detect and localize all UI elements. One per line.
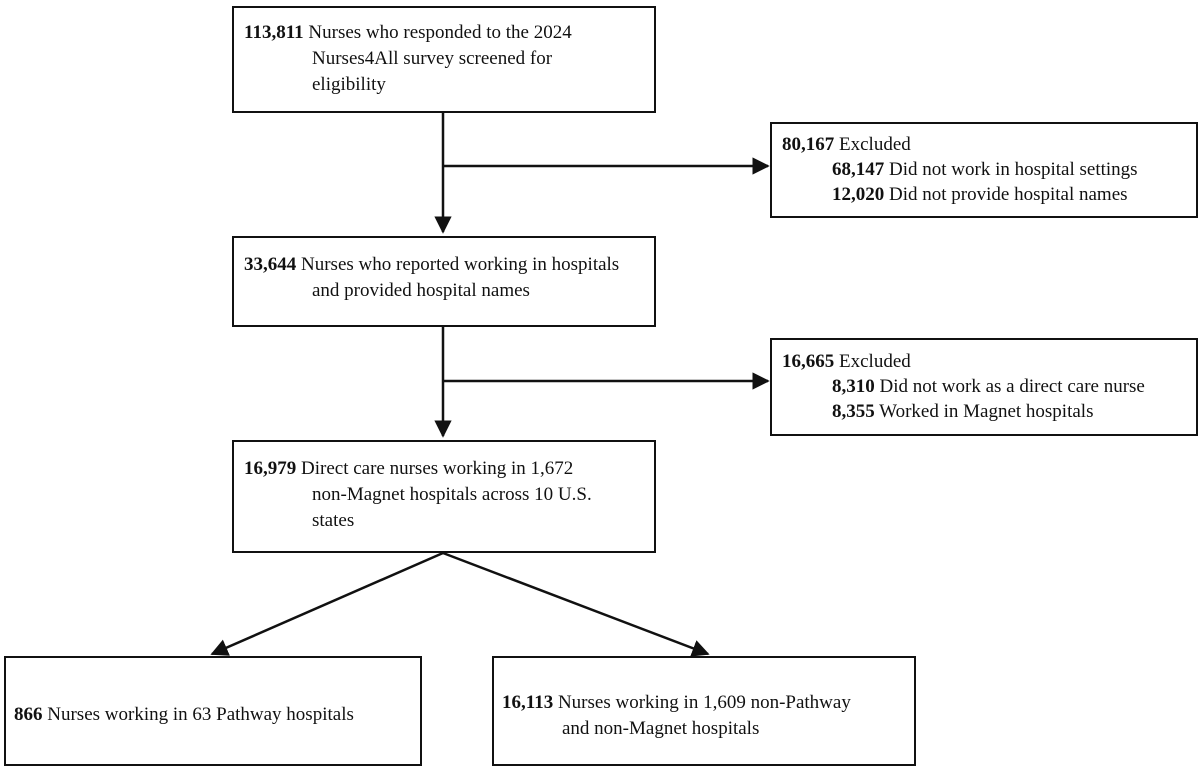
- excluded2-item1-label: Did not work as a direct care nurse: [879, 376, 1145, 397]
- direct-line3: states: [312, 510, 355, 531]
- excluded2-item2-label: Worked in Magnet hospitals: [879, 401, 1094, 422]
- direct-line1: Direct care nurses working in 1,672: [301, 458, 574, 479]
- nonpathway-line2: and non-Magnet hospitals: [562, 718, 760, 739]
- box-excluded-1: 80,167 Excluded 68,147 Did not work in h…: [770, 122, 1198, 218]
- excluded1-item2-count: 12,020: [832, 184, 885, 205]
- box-pathway: 866 Nurses working in 63 Pathway hospita…: [4, 656, 422, 766]
- hospital-count: 33,644: [244, 254, 297, 275]
- nonpathway-line1: Nurses working in 1,609 non-Pathway: [557, 692, 851, 713]
- excluded2-count: 16,665: [782, 351, 835, 372]
- nonpathway-count: 16,113: [502, 692, 554, 713]
- screened-line2: Nurses4All survey screened for: [312, 48, 553, 69]
- box-non-pathway: 16,113 Nurses working in 1,609 non-Pathw…: [492, 656, 916, 766]
- arrow-to-pathway: [210, 551, 444, 656]
- direct-count: 16,979: [244, 458, 297, 479]
- excluded1-label: Excluded: [839, 134, 911, 155]
- box-screened: 113,811 Nurses who responded to the 2024…: [232, 6, 656, 113]
- excluded1-count: 80,167: [782, 134, 835, 155]
- excluded1-item2-label: Did not provide hospital names: [889, 184, 1128, 205]
- excluded2-item1-count: 8,310: [832, 376, 875, 397]
- hospital-line2: and provided hospital names: [312, 280, 530, 301]
- screened-line3: eligibility: [312, 74, 386, 95]
- excluded2-label: Excluded: [839, 351, 911, 372]
- screened-count: 113,811: [244, 22, 304, 43]
- box-excluded-2: 16,665 Excluded 8,310 Did not work as a …: [770, 338, 1198, 436]
- pathway-count: 866: [14, 704, 43, 725]
- excluded2-item2-count: 8,355: [832, 401, 875, 422]
- pathway-label: Nurses working in 63 Pathway hospitals: [47, 704, 354, 725]
- box-hospital: 33,644 Nurses who reported working in ho…: [232, 236, 656, 327]
- excluded1-item1-count: 68,147: [832, 159, 885, 180]
- screened-line1: Nurses who responded to the 2024: [308, 22, 572, 43]
- direct-line2: non-Magnet hospitals across 10 U.S.: [312, 484, 592, 505]
- hospital-line1: Nurses who reported working in hospitals: [301, 254, 620, 275]
- excluded1-item1-label: Did not work in hospital settings: [889, 159, 1138, 180]
- box-direct-care: 16,979 Direct care nurses working in 1,6…: [232, 440, 656, 553]
- arrow-to-nonpathway: [442, 551, 710, 657]
